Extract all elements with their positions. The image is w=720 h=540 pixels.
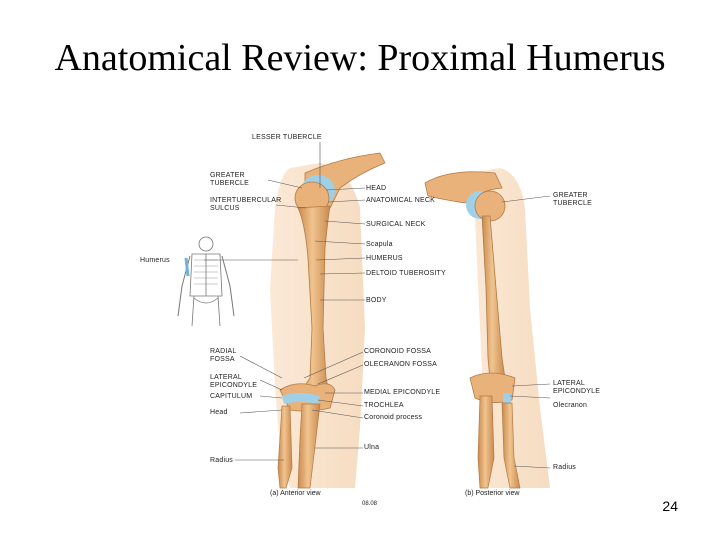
label-head: HEAD: [366, 185, 386, 193]
label-ulna: Ulna: [364, 444, 379, 452]
label-greater-tubercle-right: GREATER TUBERCLE: [553, 192, 592, 208]
label-lateral-epicondyle-left: LATERAL EPICONDYLE: [210, 374, 257, 390]
label-humerus: HUMERUS: [366, 255, 403, 263]
humerus-figure: LESSER TUBERCLE GREATER TUBERCLE INTERTU…: [130, 128, 630, 508]
label-medial-epicondyle: MEDIAL EPICONDYLE: [364, 389, 440, 397]
label-greater-tubercle-left: GREATER TUBERCLE: [210, 172, 249, 188]
label-deltoid-tuberosity: DELTOID TUBEROSITY: [366, 270, 446, 278]
page-number: 24: [662, 498, 678, 514]
label-radial-fossa: RADIAL FOSSA: [210, 348, 237, 364]
label-trochlea: TROCHLEA: [364, 402, 404, 410]
slide-title: Anatomical Review: Proximal Humerus: [0, 36, 720, 80]
label-humerus-inset: Humerus: [140, 257, 170, 265]
caption-posterior-view: (b) Posterior view: [465, 490, 519, 497]
label-head-radius: Head: [210, 409, 228, 417]
label-anatomical-neck: ANATOMICAL NECK: [366, 197, 435, 205]
skeleton-inset: [178, 237, 234, 326]
label-radius-left: Radius: [210, 457, 233, 465]
label-coronoid-process: Coronoid process: [364, 414, 422, 422]
label-scapula: Scapula: [366, 241, 393, 249]
label-olecranon: Olecranon: [553, 402, 587, 410]
caption-figure-code: 08.08: [362, 501, 377, 507]
label-lesser-tubercle: LESSER TUBERCLE: [252, 134, 322, 142]
label-lateral-epicondyle-right: LATERAL EPICONDYLE: [553, 380, 600, 396]
label-radius-right: Radius: [553, 464, 576, 472]
label-olecranon-fossa: OLECRANON FOSSA: [364, 361, 437, 369]
label-capitulum: CAPITULUM: [210, 393, 252, 401]
caption-anterior-view: (a) Anterior view: [270, 490, 321, 497]
label-surgical-neck: SURGICAL NECK: [366, 221, 426, 229]
label-body: BODY: [366, 297, 387, 305]
label-intertubercular-sulcus: INTERTUBERCULAR SULCUS: [210, 197, 281, 213]
label-coronoid-fossa: CORONOID FOSSA: [364, 348, 431, 356]
